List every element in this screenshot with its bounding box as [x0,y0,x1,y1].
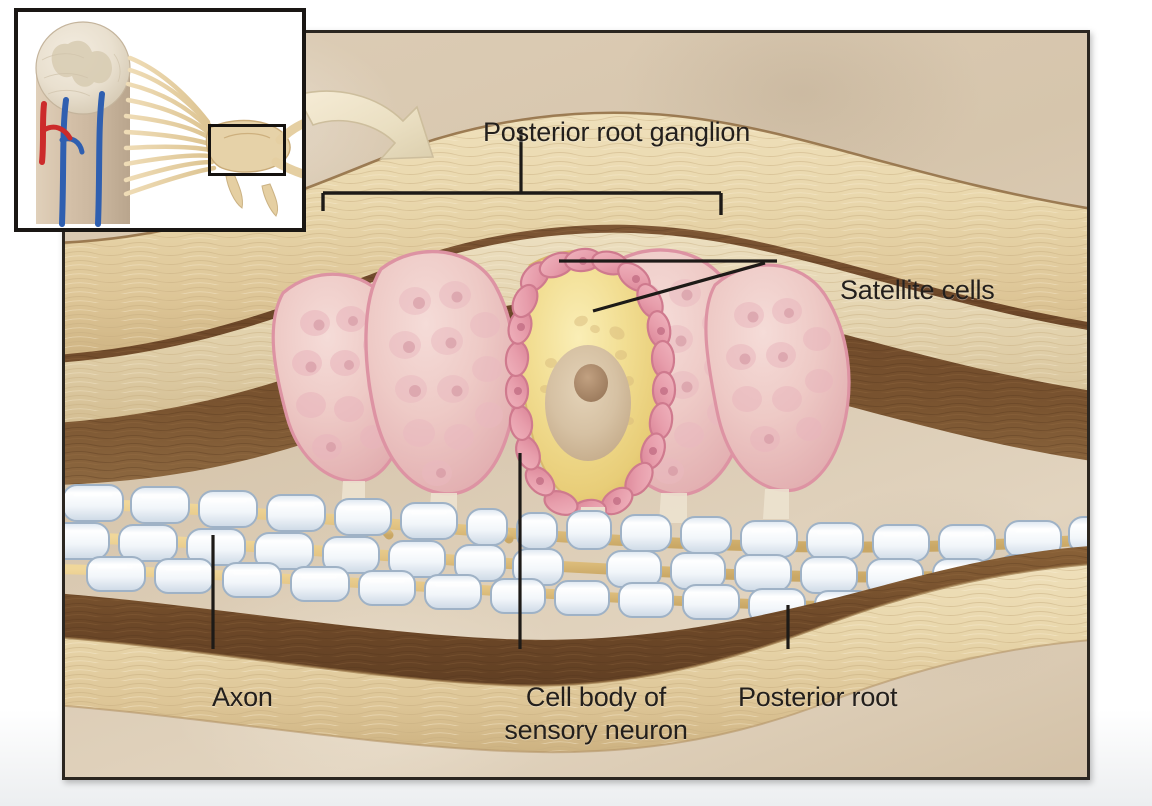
nerve-rootlets [123,55,217,197]
epineurium-inner-layer [65,232,1087,423]
spinal-cord-orientation-inset [14,8,306,232]
gray-matter [51,40,112,87]
label-satellite-cells: Satellite cells [840,275,995,305]
sensory-neuron-cell-body [504,247,677,543]
neuron-nucleus [545,345,631,461]
label-posterior-root: Posterior root [738,682,898,712]
posterior-root-ganglion-inset [205,119,291,173]
lower-brown-band [65,546,1087,700]
myelinated-axon-bundle [65,484,1087,628]
label-cell-body-line2: sensory neuron [504,714,688,745]
vein-branch [59,136,85,155]
satellite-cell-ring [504,247,677,524]
vein [95,91,105,227]
anatomy-illustration [65,90,1087,754]
satellite-leader-diagonal [592,261,766,313]
neuron-nucleolus [574,364,608,402]
label-cell-body-of-sensory-neuron: Cell body of sensory neuron [483,681,709,747]
inset-illustration [18,12,302,228]
artery [39,101,47,165]
label-posterior-root-ganglion: Posterior root ganglion [483,117,751,147]
vein [59,97,69,227]
artery-branch [41,124,73,141]
leader-lines [211,129,790,649]
posterior-root-sheath [65,563,1087,754]
spinal-cord-body [35,21,131,224]
blood-vessels [39,91,105,227]
nerve-branch [261,183,279,217]
label-cell-body-line1: Cell body of [525,682,667,712]
satellite-cell-cluster [364,249,518,523]
satellite-cell-cluster [704,263,851,519]
label-axon: Axon [212,682,273,712]
nerve-branch [225,173,243,209]
magnification-arrow [295,90,435,160]
